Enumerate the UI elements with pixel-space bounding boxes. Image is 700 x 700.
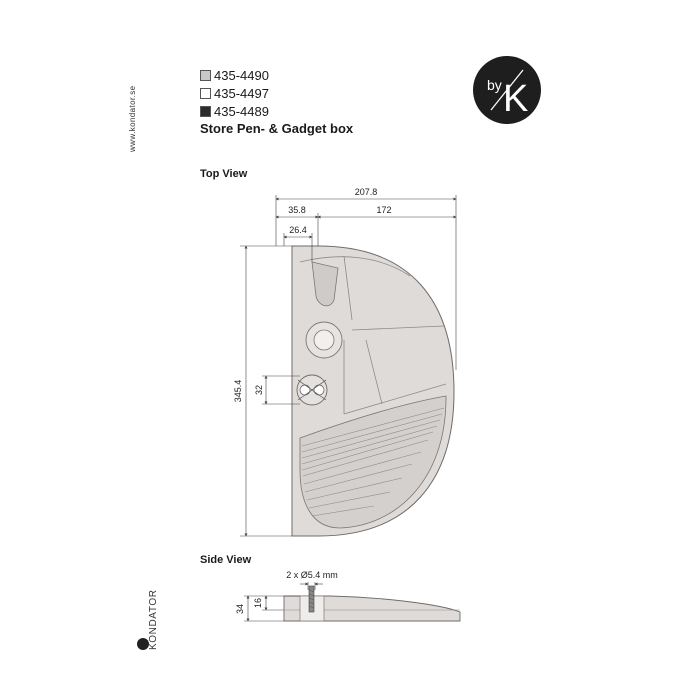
- side-view-dimension-labels: 2 x Ø5.4 mm 34 16: [235, 570, 338, 614]
- dim-inner-offset: 26.4: [289, 225, 307, 235]
- variant-code: 435-4490: [214, 68, 269, 83]
- kondator-logo-icon: [137, 638, 149, 650]
- dim-base-height: 16: [253, 598, 263, 608]
- logo-by-text: by: [487, 77, 502, 93]
- side-view-heading: Side View: [200, 554, 252, 566]
- dim-height: 345.4: [233, 380, 243, 403]
- dim-total-height: 34: [235, 604, 245, 614]
- side-view-dimensions: [244, 582, 323, 622]
- by-k-logo-icon: by K: [473, 56, 541, 124]
- top-view-heading: Top View: [200, 168, 248, 180]
- dim-main-width: 172: [376, 205, 391, 215]
- dim-overall-width: 207.8: [355, 187, 378, 197]
- swatch-black: [200, 106, 211, 117]
- variant-code: 435-4489: [214, 104, 269, 119]
- product-title: Store Pen- & Gadget box: [200, 121, 354, 136]
- top-view-dimensions: [240, 195, 457, 537]
- variant-row-3: 435-4489: [200, 104, 269, 119]
- variant-row-2: 435-4497: [200, 86, 269, 101]
- dim-left-offset: 35.8: [288, 205, 306, 215]
- by-k-logo-svg: by K: [487, 69, 528, 120]
- dim-hole-spacing: 32: [254, 385, 264, 395]
- variant-code: 435-4497: [214, 86, 269, 101]
- swatch-white: [200, 88, 211, 99]
- logo-k-letter: K: [503, 78, 528, 120]
- swatch-grey: [200, 70, 211, 81]
- top-view-dimension-labels: 207.8 35.8 172 26.4 345.4 32: [233, 187, 392, 402]
- kondator-brand-text: KONDATOR: [148, 589, 159, 650]
- side-view-product: [283, 585, 461, 622]
- variant-row-1: 435-4490: [200, 68, 269, 83]
- dim-hole-note: 2 x Ø5.4 mm: [286, 570, 338, 580]
- top-view-product: [291, 245, 455, 537]
